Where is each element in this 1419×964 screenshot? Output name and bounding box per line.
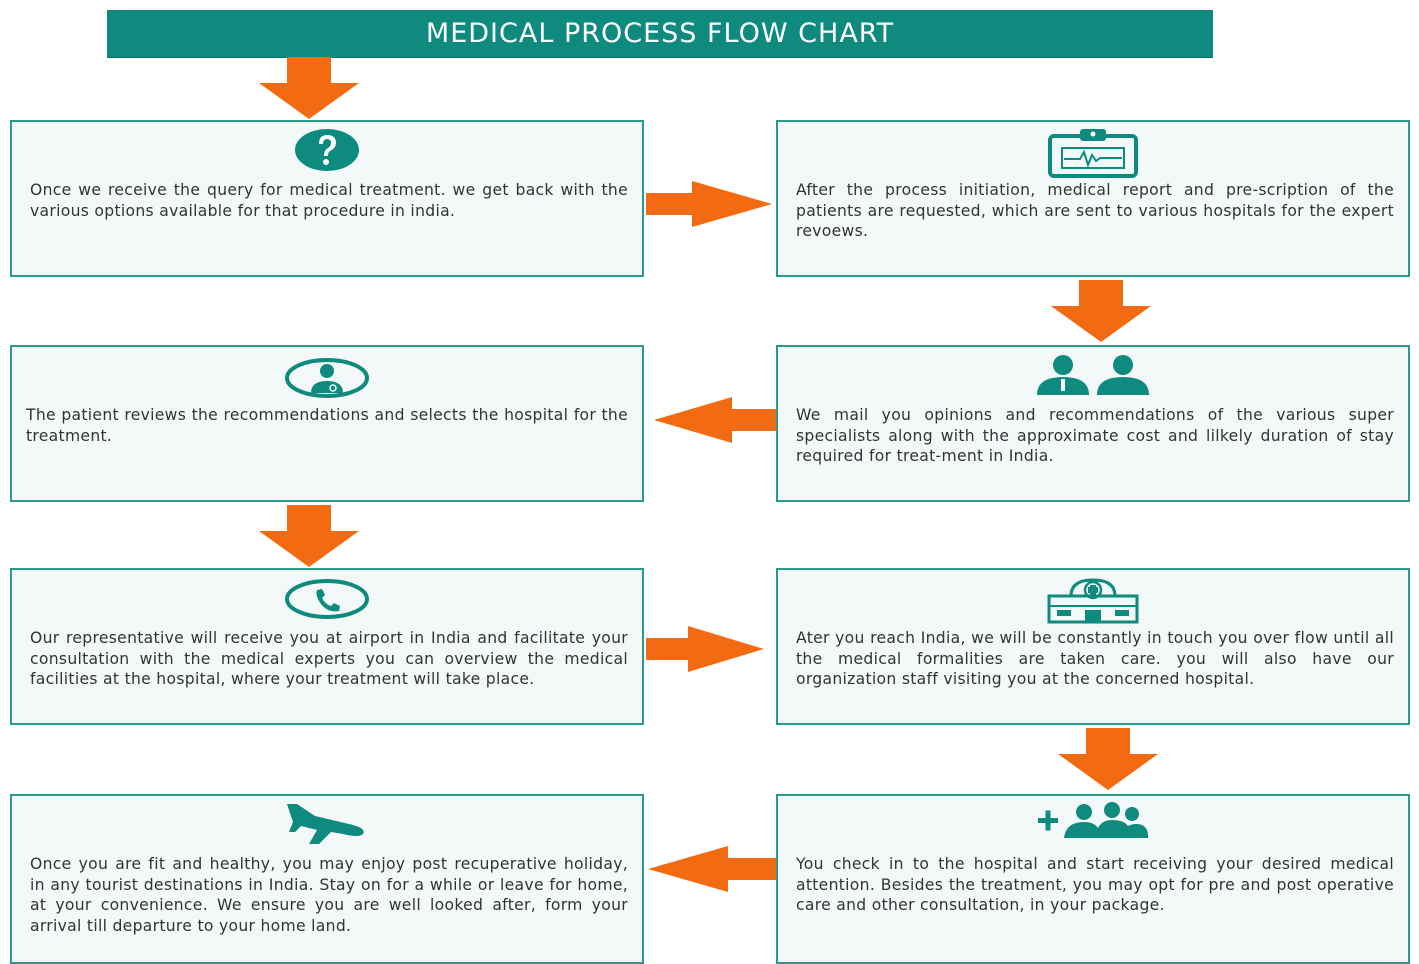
arrow-right-2 [646, 626, 764, 672]
step-box-3: We mail you opinions and recommendations… [776, 345, 1410, 502]
step-text: We mail you opinions and recommendations… [796, 406, 1394, 465]
arrow-down-3 [259, 505, 359, 567]
page-title: MEDICAL PROCESS FLOW CHART [107, 10, 1213, 57]
step-text: Our representative will receive you at a… [30, 629, 628, 688]
step-text: You check in to the hospital and start r… [796, 855, 1394, 914]
arrow-down-2 [1051, 280, 1151, 342]
step-box-6: Ater you reach India, we will be constan… [776, 568, 1410, 725]
airplane-icon [287, 804, 364, 844]
step-box-1: Once we receive the query for medical tr… [10, 120, 644, 277]
step-box-7: You check in to the hospital and start r… [776, 794, 1410, 964]
arrow-right-1 [646, 181, 772, 227]
arrow-down-4 [1058, 728, 1158, 790]
question-icon [295, 129, 359, 171]
phone-icon [285, 579, 369, 619]
specialists-icon [1037, 355, 1149, 395]
step-box-4: The patient reviews the recommendations … [10, 345, 644, 502]
arrow-left-1 [654, 397, 776, 443]
step-text: The patient reviews the recommendations … [26, 406, 628, 445]
step-text: Once we receive the query for medical tr… [30, 181, 628, 220]
step-text: After the process initiation, medical re… [796, 181, 1394, 240]
arrow-left-2 [648, 846, 776, 892]
step-box-5: Our representative will receive you at a… [10, 568, 644, 725]
doctor-icon [285, 358, 369, 398]
step-text: Ater you reach India, we will be constan… [796, 629, 1394, 688]
clipboard-heartbeat-icon [1048, 129, 1138, 178]
arrow-down-1 [259, 57, 359, 119]
step-box-2: After the process initiation, medical re… [776, 120, 1410, 277]
step-box-8: Once you are fit and healthy, you may en… [10, 794, 644, 964]
add-group-icon [1038, 802, 1148, 838]
hospital-icon [1047, 578, 1139, 624]
step-text: Once you are fit and healthy, you may en… [30, 855, 628, 935]
